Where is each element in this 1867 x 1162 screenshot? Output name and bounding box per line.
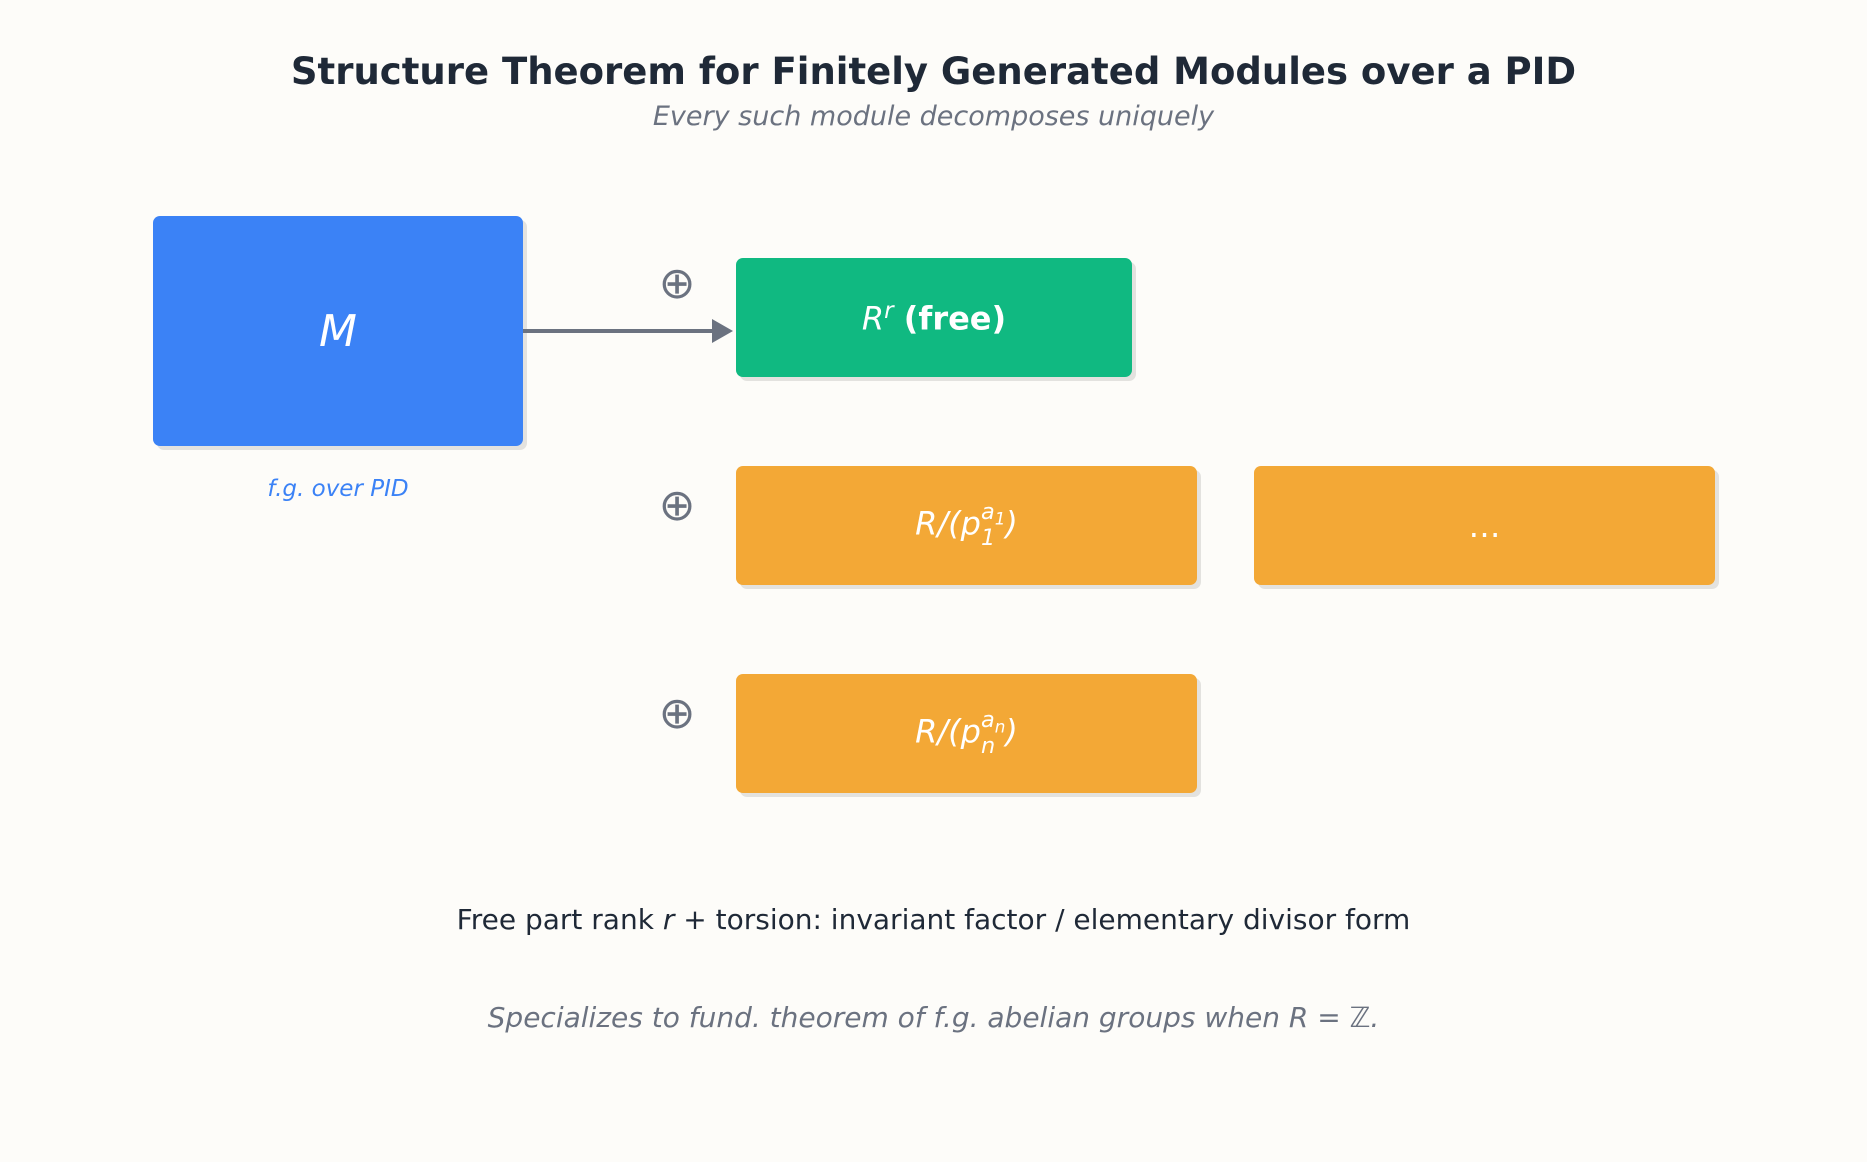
- torsion-ellipsis-box: …: [1254, 466, 1715, 585]
- free-part-box: Rr (free): [736, 258, 1132, 377]
- direct-sum-operator-1: ⊕: [658, 258, 696, 309]
- free-part-label: Rr (free): [861, 297, 1007, 338]
- specialization-footnote: Specializes to fund. theorem of f.g. abe…: [487, 1001, 1380, 1034]
- diagram-title: Structure Theorem for Finitely Generated…: [290, 50, 1577, 93]
- decomposition-note: Free part rank r + torsion: invariant fa…: [456, 903, 1411, 936]
- module-m-symbol: M: [319, 305, 357, 357]
- module-m-box: M: [153, 216, 523, 446]
- diagram-subtitle: Every such module decomposes uniquely: [652, 101, 1215, 132]
- arrow-head: [712, 319, 733, 343]
- ellipsis-label: …: [1468, 506, 1501, 545]
- module-m-caption: f.g. over PID: [267, 476, 409, 502]
- direct-sum-operator-2: ⊕: [658, 480, 696, 531]
- direct-sum-operator-3: ⊕: [658, 688, 696, 739]
